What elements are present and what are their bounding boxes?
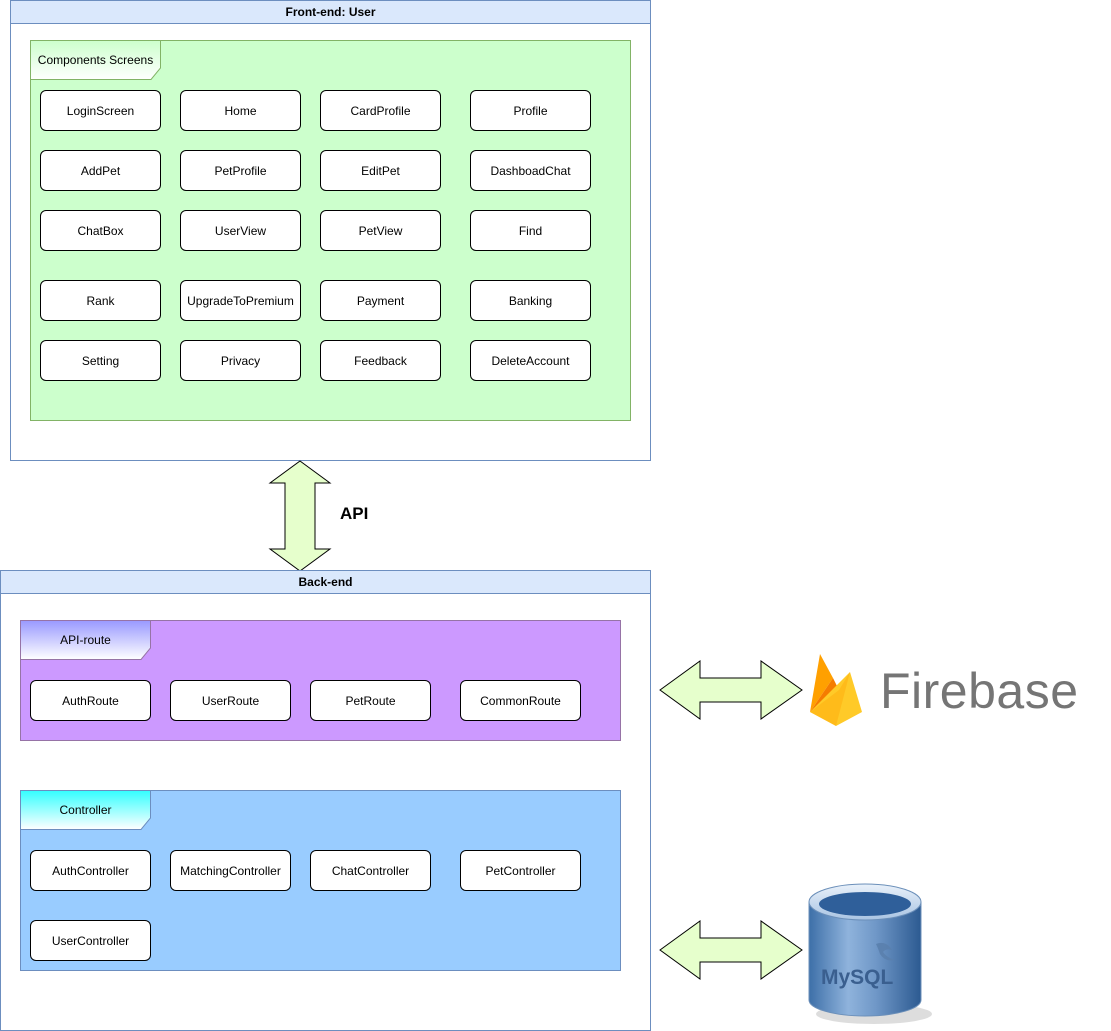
screen-box[interactable]: Feedback	[320, 340, 441, 381]
firebase-flame-icon	[810, 654, 862, 726]
api-double-arrow	[268, 460, 332, 572]
controller-tab: Controller	[20, 790, 151, 830]
screen-box[interactable]: UpgradeToPremium	[180, 280, 301, 321]
screen-box[interactable]: Rank	[40, 280, 161, 321]
controller-label: Controller	[59, 803, 112, 817]
screen-box[interactable]: UserView	[180, 210, 301, 251]
mysql-database-icon: MySQL	[808, 883, 932, 1024]
screen-box[interactable]: ChatBox	[40, 210, 161, 251]
controller-box[interactable]: ChatController	[310, 850, 431, 891]
api-label: API	[340, 504, 369, 523]
controller-box[interactable]: MatchingController	[170, 850, 291, 891]
firebase-double-arrow	[659, 660, 803, 720]
route-box[interactable]: PetRoute	[310, 680, 431, 721]
route-box[interactable]: UserRoute	[170, 680, 291, 721]
frontend-title: Front-end: User	[11, 1, 650, 24]
screen-box[interactable]: Banking	[470, 280, 591, 321]
controller-box[interactable]: PetController	[460, 850, 581, 891]
mysql-double-arrow	[659, 920, 803, 980]
backend-title: Back-end	[1, 571, 650, 594]
screen-box[interactable]: Profile	[470, 90, 591, 131]
screen-box[interactable]: CardProfile	[320, 90, 441, 131]
screen-box[interactable]: EditPet	[320, 150, 441, 191]
screen-box[interactable]: PetView	[320, 210, 441, 251]
screen-box[interactable]: Home	[180, 90, 301, 131]
components-screens-tab: Components Screens	[30, 40, 161, 80]
screen-box[interactable]: Privacy	[180, 340, 301, 381]
screen-box[interactable]: DeleteAccount	[470, 340, 591, 381]
route-box[interactable]: AuthRoute	[30, 680, 151, 721]
screen-box[interactable]: Setting	[40, 340, 161, 381]
firebase-wordmark: Firebase	[880, 663, 1079, 719]
components-screens-label: Components Screens	[37, 53, 154, 67]
screen-box[interactable]: AddPet	[40, 150, 161, 191]
api-route-tab: API-route	[20, 620, 151, 660]
route-box[interactable]: CommonRoute	[460, 680, 581, 721]
screen-box[interactable]: Find	[470, 210, 591, 251]
mysql-logo-text: MySQL	[821, 966, 894, 989]
screen-box[interactable]: PetProfile	[180, 150, 301, 191]
controller-box[interactable]: UserController	[30, 920, 151, 961]
controller-box[interactable]: AuthController	[30, 850, 151, 891]
api-route-label: API-route	[60, 633, 111, 647]
screen-box[interactable]: LoginScreen	[40, 90, 161, 131]
screen-box[interactable]: Payment	[320, 280, 441, 321]
screen-box[interactable]: DashboadChat	[470, 150, 591, 191]
